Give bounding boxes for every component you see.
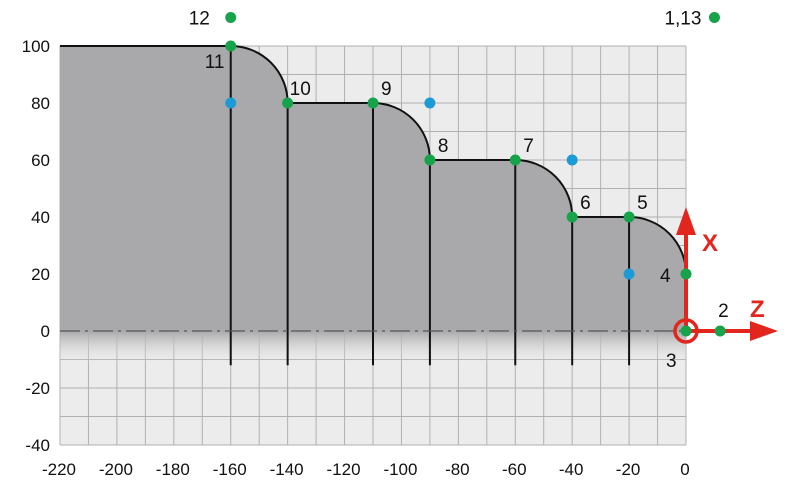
contour-point bbox=[509, 154, 521, 166]
x-tick-label: -220 bbox=[42, 460, 76, 479]
y-tick-label: 80 bbox=[31, 94, 50, 113]
contour-point bbox=[225, 40, 237, 52]
z-axis-label: Z bbox=[750, 296, 765, 323]
contour-point bbox=[623, 211, 635, 223]
point-label: 4 bbox=[660, 266, 671, 287]
point-label: 1,13 bbox=[664, 9, 701, 30]
arc-center-point bbox=[566, 154, 578, 166]
point-label: 7 bbox=[523, 136, 534, 157]
x-tick-label: -200 bbox=[99, 460, 133, 479]
point-label: 10 bbox=[290, 79, 311, 100]
x-tick-label: -100 bbox=[383, 460, 417, 479]
x-tick-label: -20 bbox=[616, 460, 641, 479]
point-label: 5 bbox=[637, 193, 648, 214]
point-label: 6 bbox=[580, 193, 591, 214]
z-axis-arrow-head bbox=[750, 321, 778, 341]
y-tick-label: 100 bbox=[22, 37, 50, 56]
point-label: 8 bbox=[438, 136, 449, 157]
point-label: 3 bbox=[666, 351, 677, 372]
x-tick-label: -160 bbox=[213, 460, 247, 479]
contour-point bbox=[424, 154, 436, 166]
point-label: 11 bbox=[205, 52, 225, 73]
contour-point bbox=[282, 97, 294, 109]
x-tick-label: -120 bbox=[327, 460, 361, 479]
x-tick-label: -140 bbox=[270, 460, 304, 479]
contour-point bbox=[708, 12, 720, 23]
x-tick-label: -60 bbox=[502, 460, 527, 479]
x-tick-label: -40 bbox=[559, 460, 584, 479]
contour-points: 1,13 2 3 4 5 6 7 8 9 10 11 12 bbox=[189, 9, 729, 373]
y-tick-label: -40 bbox=[25, 436, 50, 455]
arc-center-point bbox=[424, 97, 436, 109]
y-tick-label: 20 bbox=[31, 265, 50, 284]
coordinate-axes: XZ bbox=[673, 207, 778, 344]
contour-point bbox=[225, 12, 237, 23]
y-tick-label: 40 bbox=[31, 208, 50, 227]
tick-labels: -220-200-180-160-140-120-100-80-60-40-20… bbox=[22, 37, 690, 479]
arc-center-point bbox=[225, 97, 237, 109]
x-tick-label: -80 bbox=[445, 460, 470, 479]
contour-point bbox=[566, 211, 578, 223]
x-axis-label: X bbox=[702, 230, 718, 257]
workpiece-origin-marker bbox=[673, 318, 699, 344]
contour-point bbox=[680, 325, 692, 337]
x-tick-label: -180 bbox=[156, 460, 190, 479]
arc-center-point bbox=[623, 268, 635, 280]
contour-point bbox=[680, 268, 692, 280]
contour-point bbox=[714, 325, 726, 337]
y-tick-label: 60 bbox=[31, 151, 50, 170]
point-label: 12 bbox=[189, 9, 210, 30]
x-axis-arrow-head bbox=[676, 207, 696, 235]
part-profile-outline bbox=[60, 45, 688, 331]
x-tick-label: 0 bbox=[680, 460, 689, 479]
y-tick-label: 0 bbox=[41, 322, 50, 341]
y-tick-label: -20 bbox=[25, 379, 50, 398]
contour-point bbox=[367, 97, 379, 109]
point-label: 9 bbox=[381, 79, 392, 100]
point-label: 2 bbox=[718, 301, 729, 322]
